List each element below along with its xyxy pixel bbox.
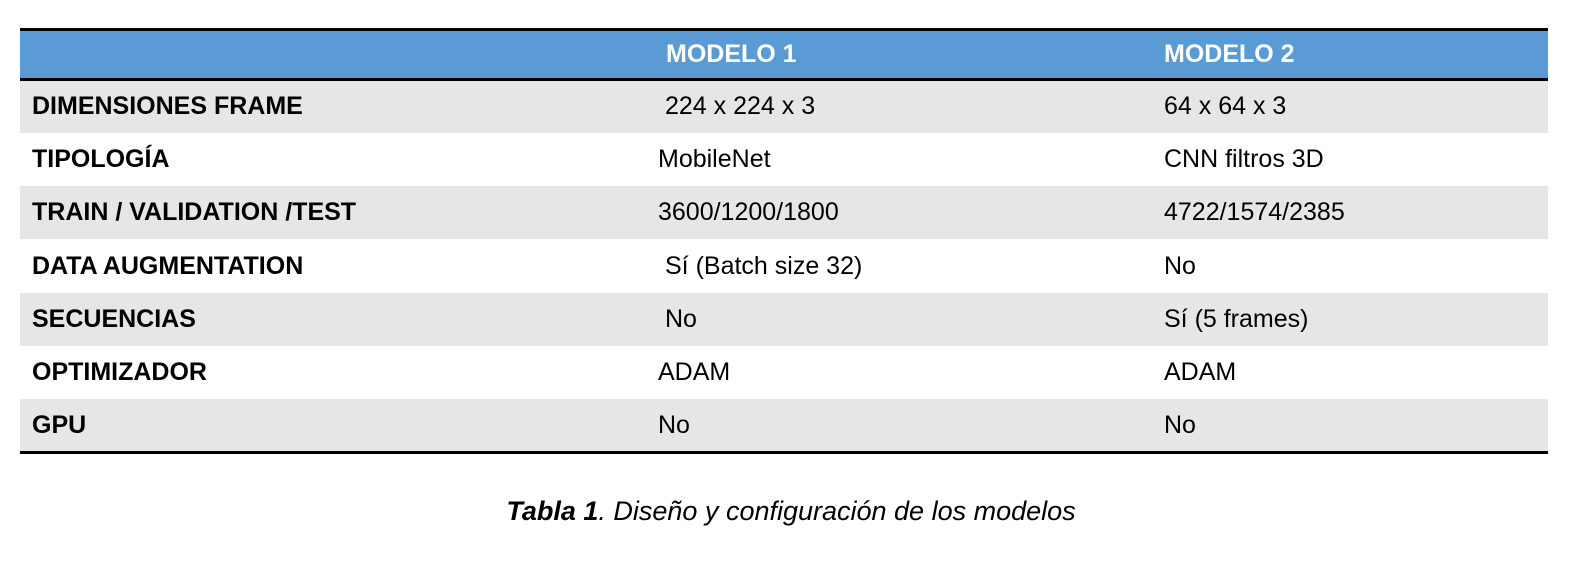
cell-modelo2-tipologia: CNN filtros 3D <box>1164 144 1324 173</box>
table-row: TRAIN / VALIDATION /TEST 3600/1200/1800 … <box>20 186 1548 240</box>
cell-modelo1-dimensiones: 224 x 224 x 3 <box>665 92 816 121</box>
header-modelo-1: MODELO 1 <box>658 29 1164 81</box>
table-row: SECUENCIAS No Sí (5 frames) <box>20 292 1548 346</box>
row-label-gpu: GPU <box>32 410 87 439</box>
table-row: OPTIMIZADOR ADAM ADAM <box>20 345 1548 400</box>
table-caption: Tabla 1. Diseño y configuración de los m… <box>0 496 1582 527</box>
row-label-secuencias: SECUENCIAS <box>32 304 196 333</box>
table-row: GPU No No <box>20 399 1548 453</box>
cell-modelo2-dimensiones: 64 x 64 x 3 <box>1164 92 1287 121</box>
cell-modelo2-optimizador: ADAM <box>1164 358 1237 387</box>
header-empty-cell <box>20 29 658 81</box>
caption-text: . Diseño y configuración de los modelos <box>598 496 1076 526</box>
row-label-dimensiones-frame: DIMENSIONES FRAME <box>32 92 303 121</box>
cell-modelo1-gpu: No <box>658 410 690 439</box>
cell-modelo2-split: 4722/1574/2385 <box>1164 198 1345 227</box>
cell-modelo2-gpu: No <box>1164 410 1196 439</box>
row-label-optimizador: OPTIMIZADOR <box>32 358 207 387</box>
cell-modelo1-tipologia: MobileNet <box>658 144 771 173</box>
cell-modelo1-augmentation: Sí (Batch size 32) <box>665 251 863 280</box>
cell-modelo2-secuencias: Sí (5 frames) <box>1164 304 1309 333</box>
row-label-tipologia: TIPOLOGÍA <box>32 144 170 173</box>
header-modelo-2: MODELO 2 <box>1164 29 1548 81</box>
table-row: DATA AUGMENTATION Sí (Batch size 32) No <box>20 239 1548 293</box>
cell-modelo2-augmentation: No <box>1164 251 1196 280</box>
model-comparison-table-container: MODELO 1 MODELO 2 DIMENSIONES FRAME 224 … <box>20 28 1548 455</box>
table-row: TIPOLOGÍA MobileNet CNN filtros 3D <box>20 132 1548 187</box>
cell-modelo1-optimizador: ADAM <box>658 358 731 387</box>
row-label-train-validation-test: TRAIN / VALIDATION /TEST <box>32 198 357 227</box>
table-header-row: MODELO 1 MODELO 2 <box>20 29 1548 81</box>
row-label-data-augmentation: DATA AUGMENTATION <box>32 251 304 280</box>
caption-label: Tabla 1 <box>506 496 599 526</box>
cell-modelo1-split: 3600/1200/1800 <box>658 198 839 227</box>
table-row: DIMENSIONES FRAME 224 x 224 x 3 64 x 64 … <box>20 79 1548 133</box>
model-comparison-table: MODELO 1 MODELO 2 DIMENSIONES FRAME 224 … <box>20 28 1548 455</box>
cell-modelo1-secuencias: No <box>665 304 697 333</box>
